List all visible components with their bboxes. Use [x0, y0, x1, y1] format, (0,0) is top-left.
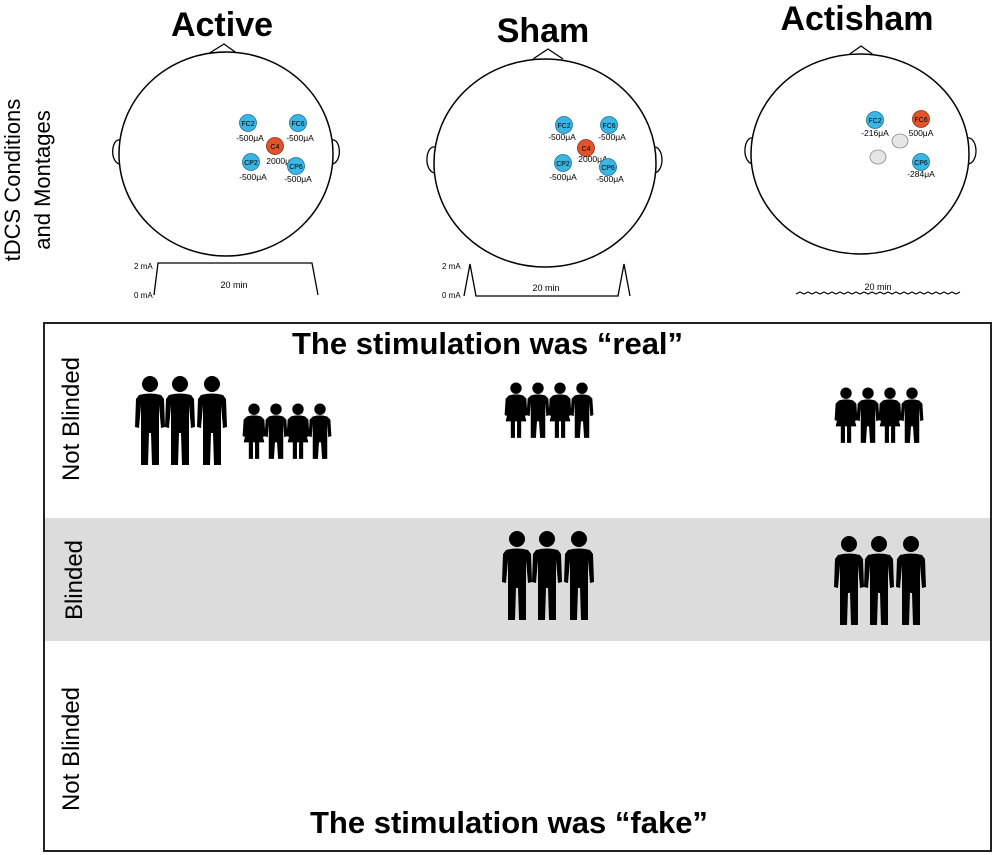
svg-text:CP6: CP6: [914, 160, 928, 167]
electrode-cp6: CP6 -500μA: [284, 157, 312, 184]
electrode-fc2: FC2 -500μA: [236, 114, 264, 143]
svg-text:CP2: CP2: [244, 160, 258, 167]
child-figure: [856, 387, 880, 443]
head-sham: FC2 -500μA FC6 -500μA C4 2000μA CP2 -500…: [426, 48, 663, 268]
adult-figure: [834, 536, 864, 625]
electrode-fc2: FC2 -500μA: [548, 116, 576, 142]
side-label-line-2: and Montages: [30, 110, 55, 250]
svg-text:-500μA: -500μA: [236, 133, 264, 143]
adult-figure: [532, 531, 562, 620]
condition-title-sham: Sham: [496, 12, 590, 50]
svg-text:20 min: 20 min: [864, 282, 891, 292]
svg-text:FC6: FC6: [914, 117, 927, 124]
electrode-fc2: FC2 -216μA: [861, 111, 889, 138]
child-figure: [548, 382, 572, 438]
adult-figure: [896, 536, 926, 625]
electrode-fc6: FC6 500μA: [909, 110, 934, 138]
svg-text:FC2: FC2: [241, 121, 254, 128]
svg-text:-500μA: -500μA: [286, 133, 314, 143]
adult-figure: [864, 536, 894, 625]
svg-text:2 mA: 2 mA: [442, 262, 461, 271]
group-actisham-blinded: [834, 536, 926, 625]
child-figure: [900, 387, 924, 443]
svg-text:C4: C4: [582, 146, 591, 153]
svg-text:-500μA: -500μA: [548, 132, 576, 142]
statement-real: The stimulation was “real”: [292, 326, 684, 361]
child-figure: [264, 403, 288, 459]
head-active: FC2 -500μA FC6 -500μA C4 2000μA CP2 -500…: [112, 43, 340, 257]
svg-text:-500μA: -500μA: [239, 172, 267, 182]
svg-text:2000μA: 2000μA: [578, 154, 608, 164]
svg-text:CP6: CP6: [289, 164, 303, 171]
svg-text:FC2: FC2: [868, 118, 881, 125]
adult-figure: [197, 376, 227, 465]
svg-text:20 min: 20 min: [532, 283, 559, 293]
group-active-not-blinded: [135, 376, 332, 465]
child-figure: [526, 382, 550, 438]
svg-text:-500μA: -500μA: [549, 172, 577, 182]
svg-text:CP2: CP2: [556, 161, 570, 168]
row-label-blinded: Blinded: [61, 539, 88, 621]
condition-title-actisham: Actisham: [780, 0, 934, 38]
child-figure: [504, 382, 528, 438]
svg-text:2 mA: 2 mA: [134, 262, 153, 271]
head-actisham: FC2 -216μA FC6 500μA CP6 -284μA: [744, 45, 977, 255]
svg-text:-284μA: -284μA: [907, 169, 935, 179]
svg-text:FC6: FC6: [291, 121, 304, 128]
adult-figure: [502, 531, 532, 620]
svg-text:500μA: 500μA: [909, 128, 934, 138]
svg-text:-500μA: -500μA: [598, 132, 626, 142]
waveform-sham: 2 mA 0 mA 20 min: [442, 262, 631, 300]
electrode-cp2: CP2 -500μA: [549, 154, 577, 182]
electrode-cp6: CP6 -284μA: [907, 153, 935, 179]
svg-text:FC6: FC6: [602, 123, 615, 130]
child-figure: [570, 382, 594, 438]
electrode-cp2: CP2 -500μA: [239, 153, 267, 182]
electrode-cp6: CP6 -500μA: [596, 158, 624, 184]
waveform-active: 2 mA 0 mA 20 min: [134, 262, 319, 300]
child-figure: [834, 387, 858, 443]
adult-figure: [165, 376, 195, 465]
condition-title-active: Active: [170, 6, 274, 44]
electrode-fc6: FC6 -500μA: [598, 116, 626, 142]
svg-text:CP6: CP6: [601, 165, 615, 172]
svg-text:2000μA: 2000μA: [266, 156, 296, 166]
group-sham-not-blinded: [504, 382, 594, 438]
inactive-electrode: [891, 133, 909, 149]
row-label-not-blinded-top: Not Blinded: [58, 356, 85, 482]
statement-fake: The stimulation was “fake”: [310, 805, 708, 840]
child-figure: [878, 387, 902, 443]
electrode-c4: C4 2000μA: [577, 139, 608, 164]
adult-figure: [564, 531, 594, 620]
svg-text:-216μA: -216μA: [861, 128, 889, 138]
svg-text:0 mA: 0 mA: [442, 291, 461, 300]
svg-text:-500μA: -500μA: [284, 174, 312, 184]
inactive-electrode: [869, 149, 887, 165]
adult-figure: [135, 376, 165, 465]
row-label-not-blinded-bottom: Not Blinded: [58, 686, 85, 812]
svg-text:FC2: FC2: [557, 123, 570, 130]
svg-text:-500μA: -500μA: [596, 174, 624, 184]
child-figure: [308, 403, 332, 459]
svg-text:C4: C4: [271, 144, 280, 151]
waveform-actisham: 20 min: [795, 282, 961, 295]
svg-text:20 min: 20 min: [220, 280, 247, 290]
child-figure: [286, 403, 310, 459]
side-label-conditions: tDCS Conditions and Montages: [0, 80, 58, 280]
electrode-c4: C4 2000μA: [266, 137, 296, 166]
child-figure: [242, 403, 266, 459]
side-label-line-1: tDCS Conditions: [0, 98, 25, 262]
electrode-fc6: FC6 -500μA: [286, 114, 314, 143]
group-sham-blinded: [502, 531, 594, 620]
group-actisham-not-blinded: [834, 387, 924, 443]
svg-text:0 mA: 0 mA: [134, 291, 153, 300]
